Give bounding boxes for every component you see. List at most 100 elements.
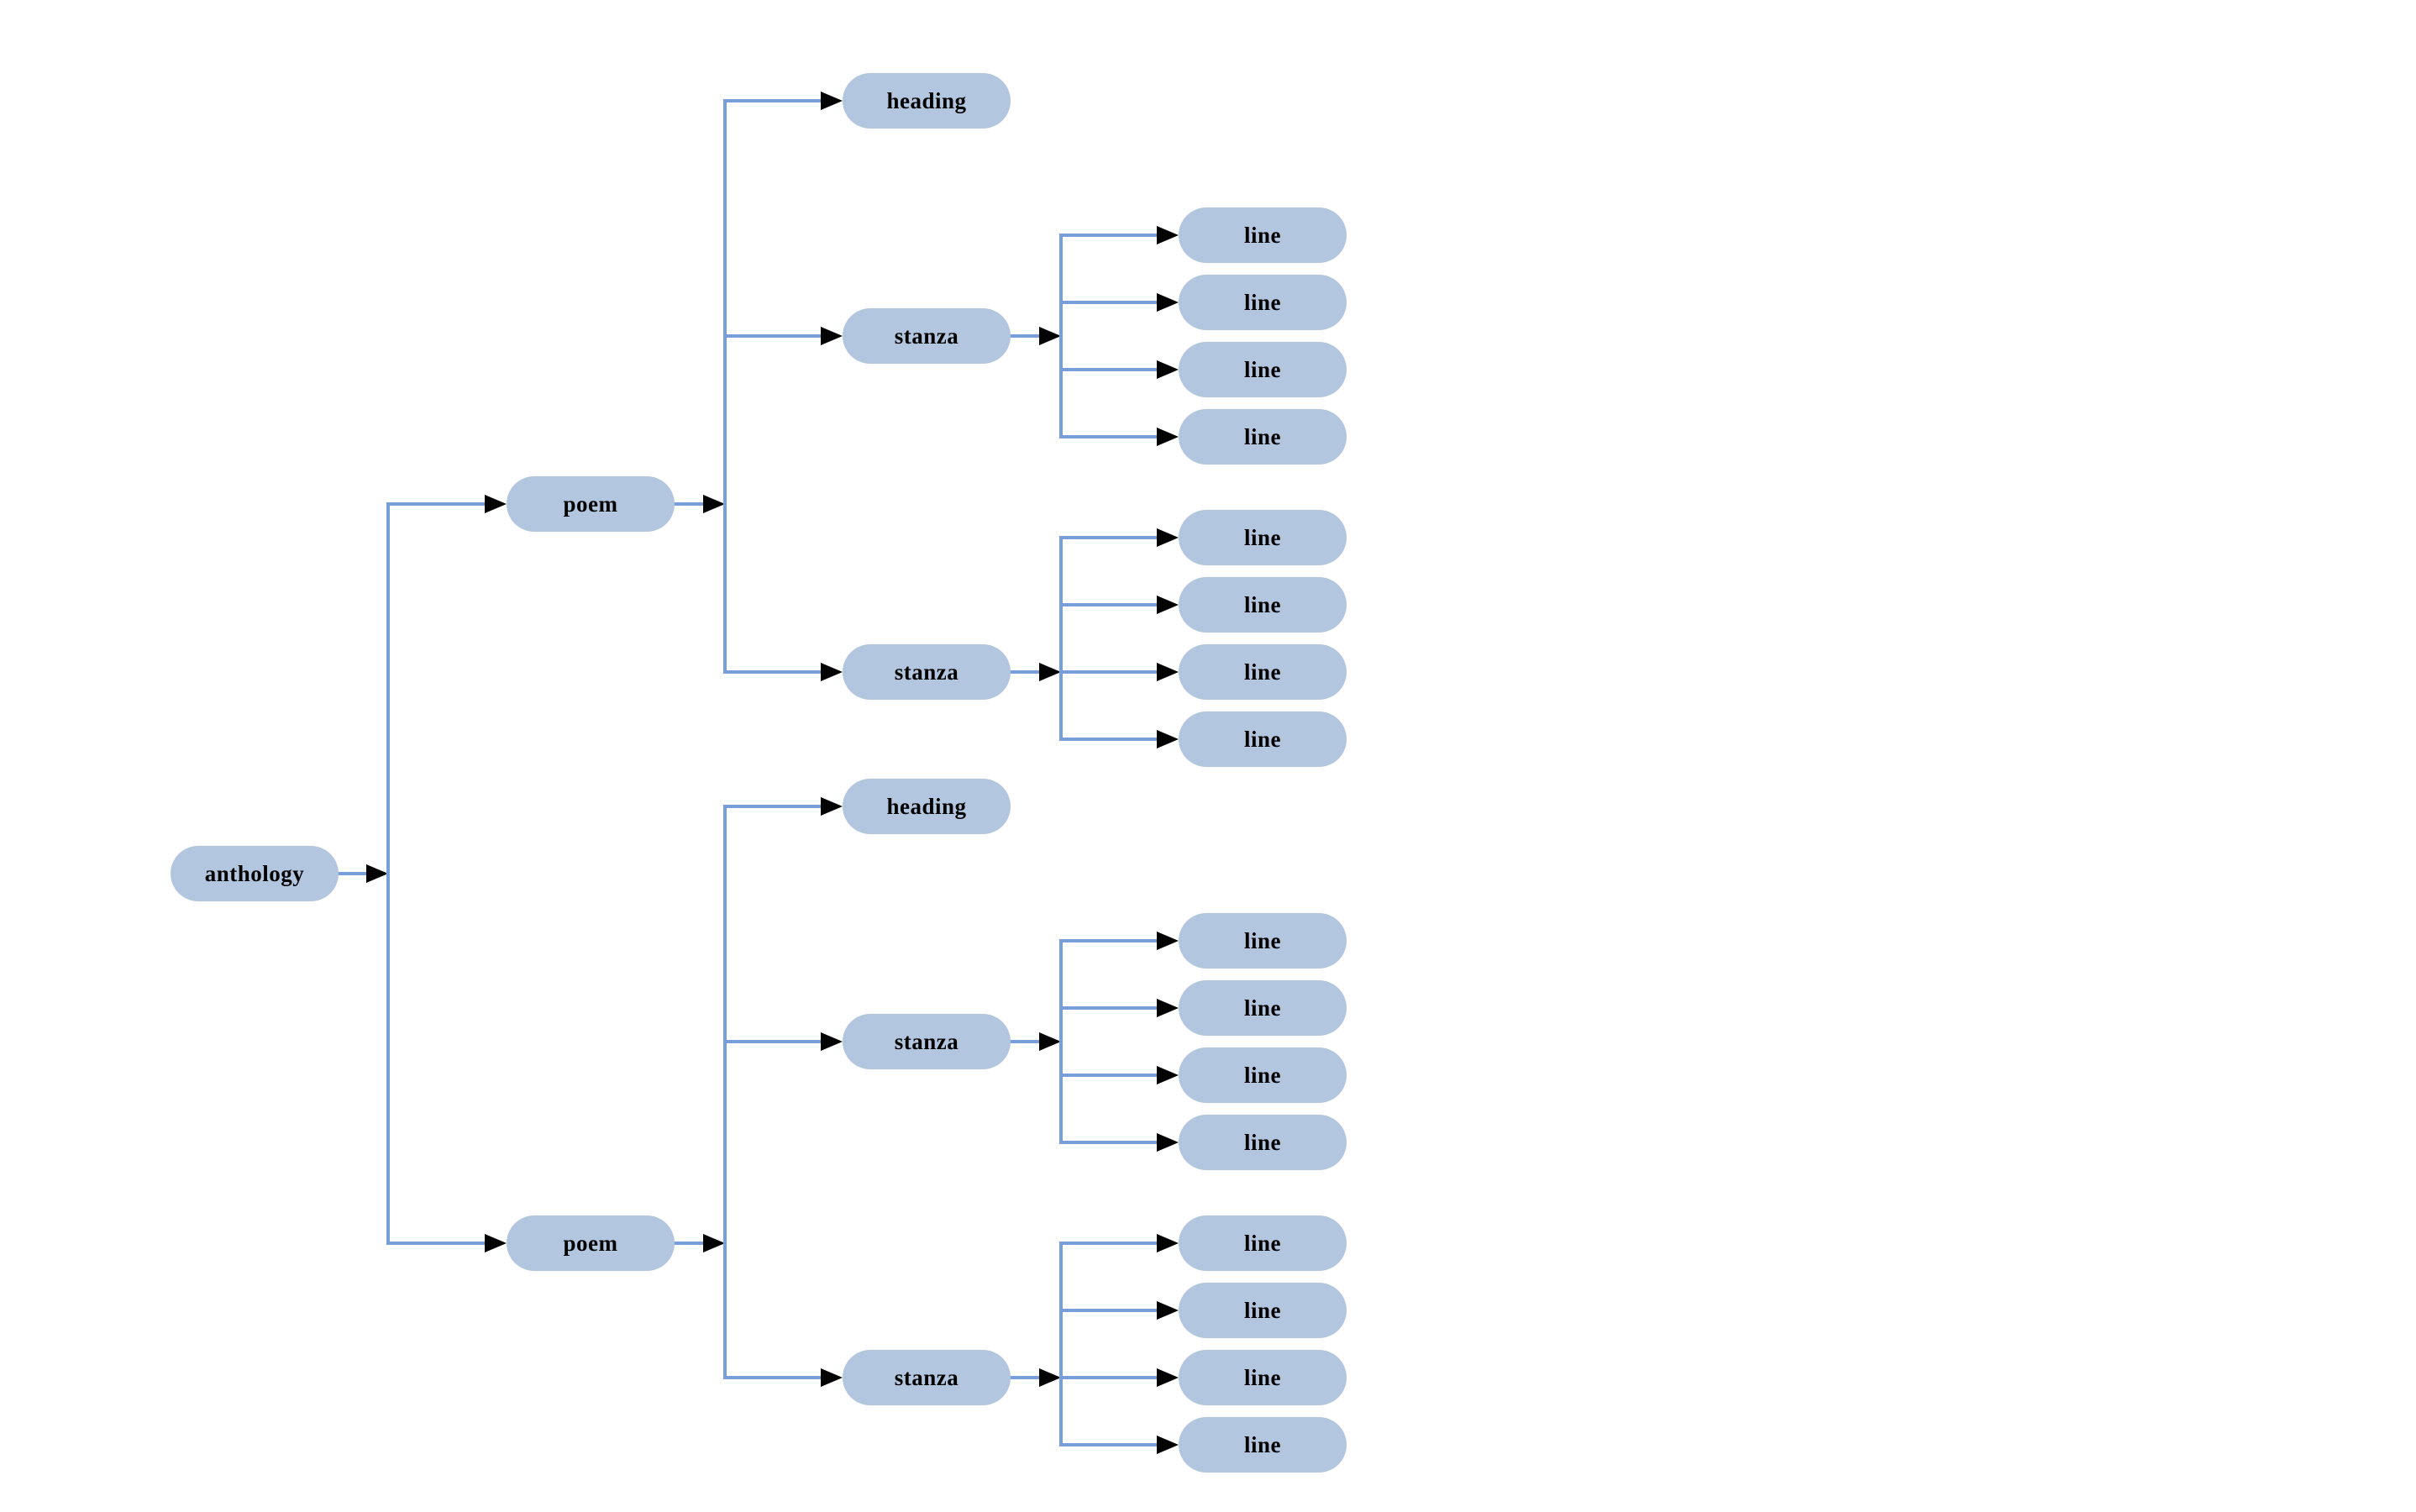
edge-line <box>723 805 727 1379</box>
node-label: line <box>1243 591 1281 617</box>
node-label: stanza <box>894 1364 959 1390</box>
arrowhead-icon <box>1039 1032 1061 1051</box>
node-stanza-1: stanza <box>843 308 1011 364</box>
node-line-2-1: line <box>1179 510 1347 565</box>
node-label: line <box>1243 726 1281 752</box>
arrowhead-icon <box>1157 1436 1179 1454</box>
edge-line <box>1061 738 1158 741</box>
arrowhead-icon <box>703 1234 725 1252</box>
node-line-4-2: line <box>1179 1283 1347 1338</box>
edge-line <box>1011 670 1041 674</box>
arrowhead-icon <box>821 663 843 681</box>
node-heading-1: heading <box>843 73 1011 129</box>
edge-line <box>388 502 486 506</box>
node-label: line <box>1243 289 1281 315</box>
edge-line <box>1061 301 1158 304</box>
node-label: line <box>1243 1062 1281 1088</box>
node-stanza-3: stanza <box>843 1014 1011 1069</box>
edge-line <box>675 1242 705 1245</box>
arrowhead-icon <box>1157 360 1179 379</box>
arrowhead-icon <box>821 327 843 345</box>
node-label: line <box>1243 524 1281 550</box>
arrowhead-icon <box>1157 932 1179 950</box>
edge-line <box>339 872 368 875</box>
node-label: line <box>1243 995 1281 1021</box>
edge-line <box>388 1242 486 1245</box>
node-label: line <box>1243 356 1281 382</box>
edge-line <box>1061 1074 1158 1077</box>
arrowhead-icon <box>821 797 843 816</box>
edge-line <box>1061 234 1158 237</box>
arrowhead-icon <box>1039 663 1061 681</box>
edge-line <box>1061 670 1158 674</box>
node-label: line <box>1243 1129 1281 1155</box>
node-anthology: anthology <box>171 846 339 901</box>
node-line-1-2: line <box>1179 275 1347 330</box>
edge-line <box>1059 1242 1063 1446</box>
edge-line <box>725 99 822 102</box>
edge-line <box>1061 1309 1158 1312</box>
edge-line <box>1061 603 1158 606</box>
node-label: heading <box>886 793 967 819</box>
node-line-3-3: line <box>1179 1047 1347 1103</box>
arrowhead-icon <box>1157 663 1179 681</box>
edge-line <box>1011 1040 1041 1043</box>
edge-line <box>1061 1006 1158 1010</box>
node-line-2-3: line <box>1179 644 1347 700</box>
node-line-1-4: line <box>1179 409 1347 465</box>
node-line-3-4: line <box>1179 1115 1347 1170</box>
edge-line <box>1011 1376 1041 1379</box>
node-label: line <box>1243 1297 1281 1323</box>
arrowhead-icon <box>1157 528 1179 547</box>
edge-line <box>1061 1376 1158 1379</box>
edge-line <box>1061 435 1158 438</box>
edge-line <box>1061 939 1158 942</box>
node-label: poem <box>563 491 618 517</box>
arrowhead-icon <box>485 1234 507 1252</box>
edge-line <box>1059 939 1063 1144</box>
edge-line <box>725 1376 822 1379</box>
edge-line <box>1061 1443 1158 1446</box>
edge-line <box>1059 536 1063 741</box>
node-line-2-4: line <box>1179 711 1347 767</box>
node-stanza-4: stanza <box>843 1350 1011 1405</box>
edge-line <box>725 334 822 338</box>
arrowhead-icon <box>1157 730 1179 748</box>
node-stanza-2: stanza <box>843 644 1011 700</box>
arrowhead-icon <box>1157 596 1179 614</box>
node-line-3-1: line <box>1179 913 1347 969</box>
edge-line <box>1059 234 1063 438</box>
node-line-2-2: line <box>1179 577 1347 633</box>
edge-line <box>386 502 390 1245</box>
edge-line <box>723 99 727 674</box>
arrowhead-icon <box>1157 1301 1179 1320</box>
node-poem-2: poem <box>507 1215 675 1271</box>
edge-line <box>1061 1141 1158 1144</box>
node-heading-2: heading <box>843 779 1011 834</box>
arrowhead-icon <box>1039 1368 1061 1387</box>
node-label: stanza <box>894 659 959 685</box>
node-label: line <box>1243 1364 1281 1390</box>
arrowhead-icon <box>1157 428 1179 446</box>
edge-line <box>1011 334 1041 338</box>
arrowhead-icon <box>821 1032 843 1051</box>
node-label: line <box>1243 1431 1281 1457</box>
node-label: line <box>1243 423 1281 449</box>
node-label: heading <box>886 87 967 113</box>
arrowhead-icon <box>1157 1234 1179 1252</box>
edge-line <box>675 502 705 506</box>
arrowhead-icon <box>1157 999 1179 1017</box>
node-label: stanza <box>894 323 959 349</box>
arrowhead-icon <box>703 495 725 513</box>
arrowhead-icon <box>1157 1133 1179 1152</box>
arrowhead-icon <box>366 864 388 883</box>
edge-line <box>725 670 822 674</box>
node-label: poem <box>563 1230 618 1256</box>
node-line-4-4: line <box>1179 1417 1347 1473</box>
arrowhead-icon <box>1157 226 1179 244</box>
node-label: line <box>1243 927 1281 953</box>
node-poem-1: poem <box>507 476 675 532</box>
arrowhead-icon <box>1157 1066 1179 1084</box>
node-line-4-1: line <box>1179 1215 1347 1271</box>
node-line-1-1: line <box>1179 207 1347 263</box>
